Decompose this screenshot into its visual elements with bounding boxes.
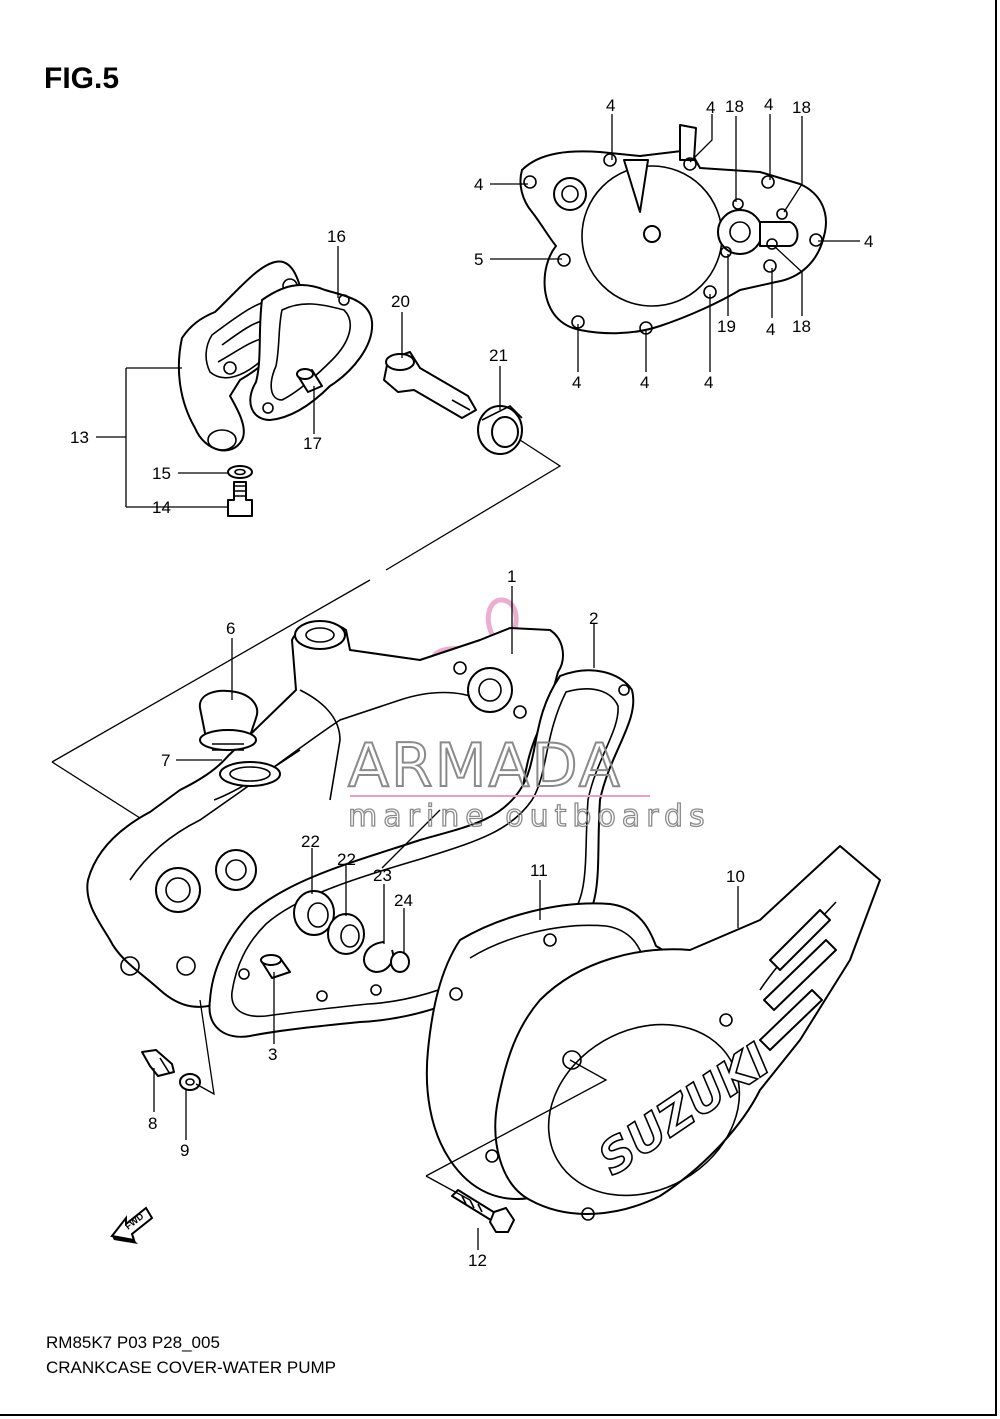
callout-18: 18 bbox=[792, 98, 811, 117]
callout-22: 22 bbox=[337, 850, 356, 869]
callout-18: 18 bbox=[792, 317, 811, 336]
cover-washer bbox=[179, 1073, 201, 1091]
callout-4: 4 bbox=[640, 373, 649, 392]
callout-9: 9 bbox=[180, 1141, 189, 1160]
callout-12: 12 bbox=[468, 1251, 487, 1270]
callout-4: 4 bbox=[606, 96, 615, 115]
callout-4: 4 bbox=[766, 320, 775, 339]
callout-leaders bbox=[96, 114, 860, 1250]
watermark-brand: ARMADA bbox=[348, 731, 622, 801]
oil-filler-cap bbox=[198, 689, 259, 751]
figure-title: FIG.5 bbox=[44, 62, 120, 95]
callout-4: 4 bbox=[474, 175, 483, 194]
callout-23: 23 bbox=[373, 866, 392, 885]
callout-11: 11 bbox=[530, 861, 548, 880]
callout-13: 13 bbox=[70, 428, 89, 447]
callout-18: 18 bbox=[725, 97, 744, 116]
callout-4: 4 bbox=[706, 98, 715, 117]
washer-small bbox=[227, 465, 253, 479]
pump-cover-bolt bbox=[227, 481, 253, 517]
callout-5: 5 bbox=[474, 250, 483, 269]
cover-bolt-small bbox=[141, 1049, 175, 1077]
callout-4: 4 bbox=[864, 232, 873, 251]
callout-22: 22 bbox=[301, 832, 320, 851]
impeller-shaft bbox=[383, 351, 477, 419]
watermark-text: ARMADA marine outboards bbox=[347, 730, 711, 835]
callout-15: 15 bbox=[152, 464, 171, 483]
callout-labels: 4 4 18 4 18 4 5 4 19 4 18 4 4 4 16 20 21… bbox=[70, 95, 873, 1270]
bearing-lower bbox=[327, 913, 365, 955]
drawing-caption: CRANKCASE COVER-WATER PUMP bbox=[46, 1358, 336, 1377]
watermark-tagline: marine outboards bbox=[348, 799, 711, 834]
callout-10: 10 bbox=[726, 867, 745, 886]
dowel-pin bbox=[296, 368, 323, 393]
callout-20: 20 bbox=[391, 292, 410, 311]
assembly-guide-lines bbox=[51, 439, 608, 1201]
oil-seal bbox=[477, 405, 523, 455]
callout-17: 17 bbox=[303, 434, 322, 453]
callout-4: 4 bbox=[704, 373, 713, 392]
callout-16: 16 bbox=[327, 227, 346, 246]
water-pump-gasket bbox=[249, 284, 374, 421]
forward-arrow: FWD bbox=[110, 1206, 154, 1244]
clutch-cover-bolt bbox=[451, 1189, 515, 1233]
callout-4: 4 bbox=[764, 95, 773, 114]
callout-19: 19 bbox=[717, 317, 736, 336]
drawing-code: RM85K7 P03 P28_005 bbox=[46, 1333, 220, 1352]
callout-24: 24 bbox=[394, 891, 413, 910]
callout-2: 2 bbox=[589, 609, 598, 628]
callout-7: 7 bbox=[161, 751, 170, 770]
callout-3: 3 bbox=[268, 1045, 277, 1064]
callout-1: 1 bbox=[507, 567, 516, 586]
snap-ring bbox=[390, 951, 410, 973]
inner-cover bbox=[519, 124, 827, 335]
callout-6: 6 bbox=[226, 619, 235, 638]
callout-8: 8 bbox=[148, 1114, 157, 1133]
clutch-cover: SUZUKI bbox=[494, 845, 881, 1221]
callout-14: 14 bbox=[152, 498, 171, 517]
dowel-pin-cover bbox=[260, 954, 291, 979]
callout-4: 4 bbox=[572, 373, 581, 392]
bearing-upper bbox=[293, 890, 335, 936]
callout-21: 21 bbox=[489, 346, 508, 365]
o-ring bbox=[219, 761, 281, 787]
